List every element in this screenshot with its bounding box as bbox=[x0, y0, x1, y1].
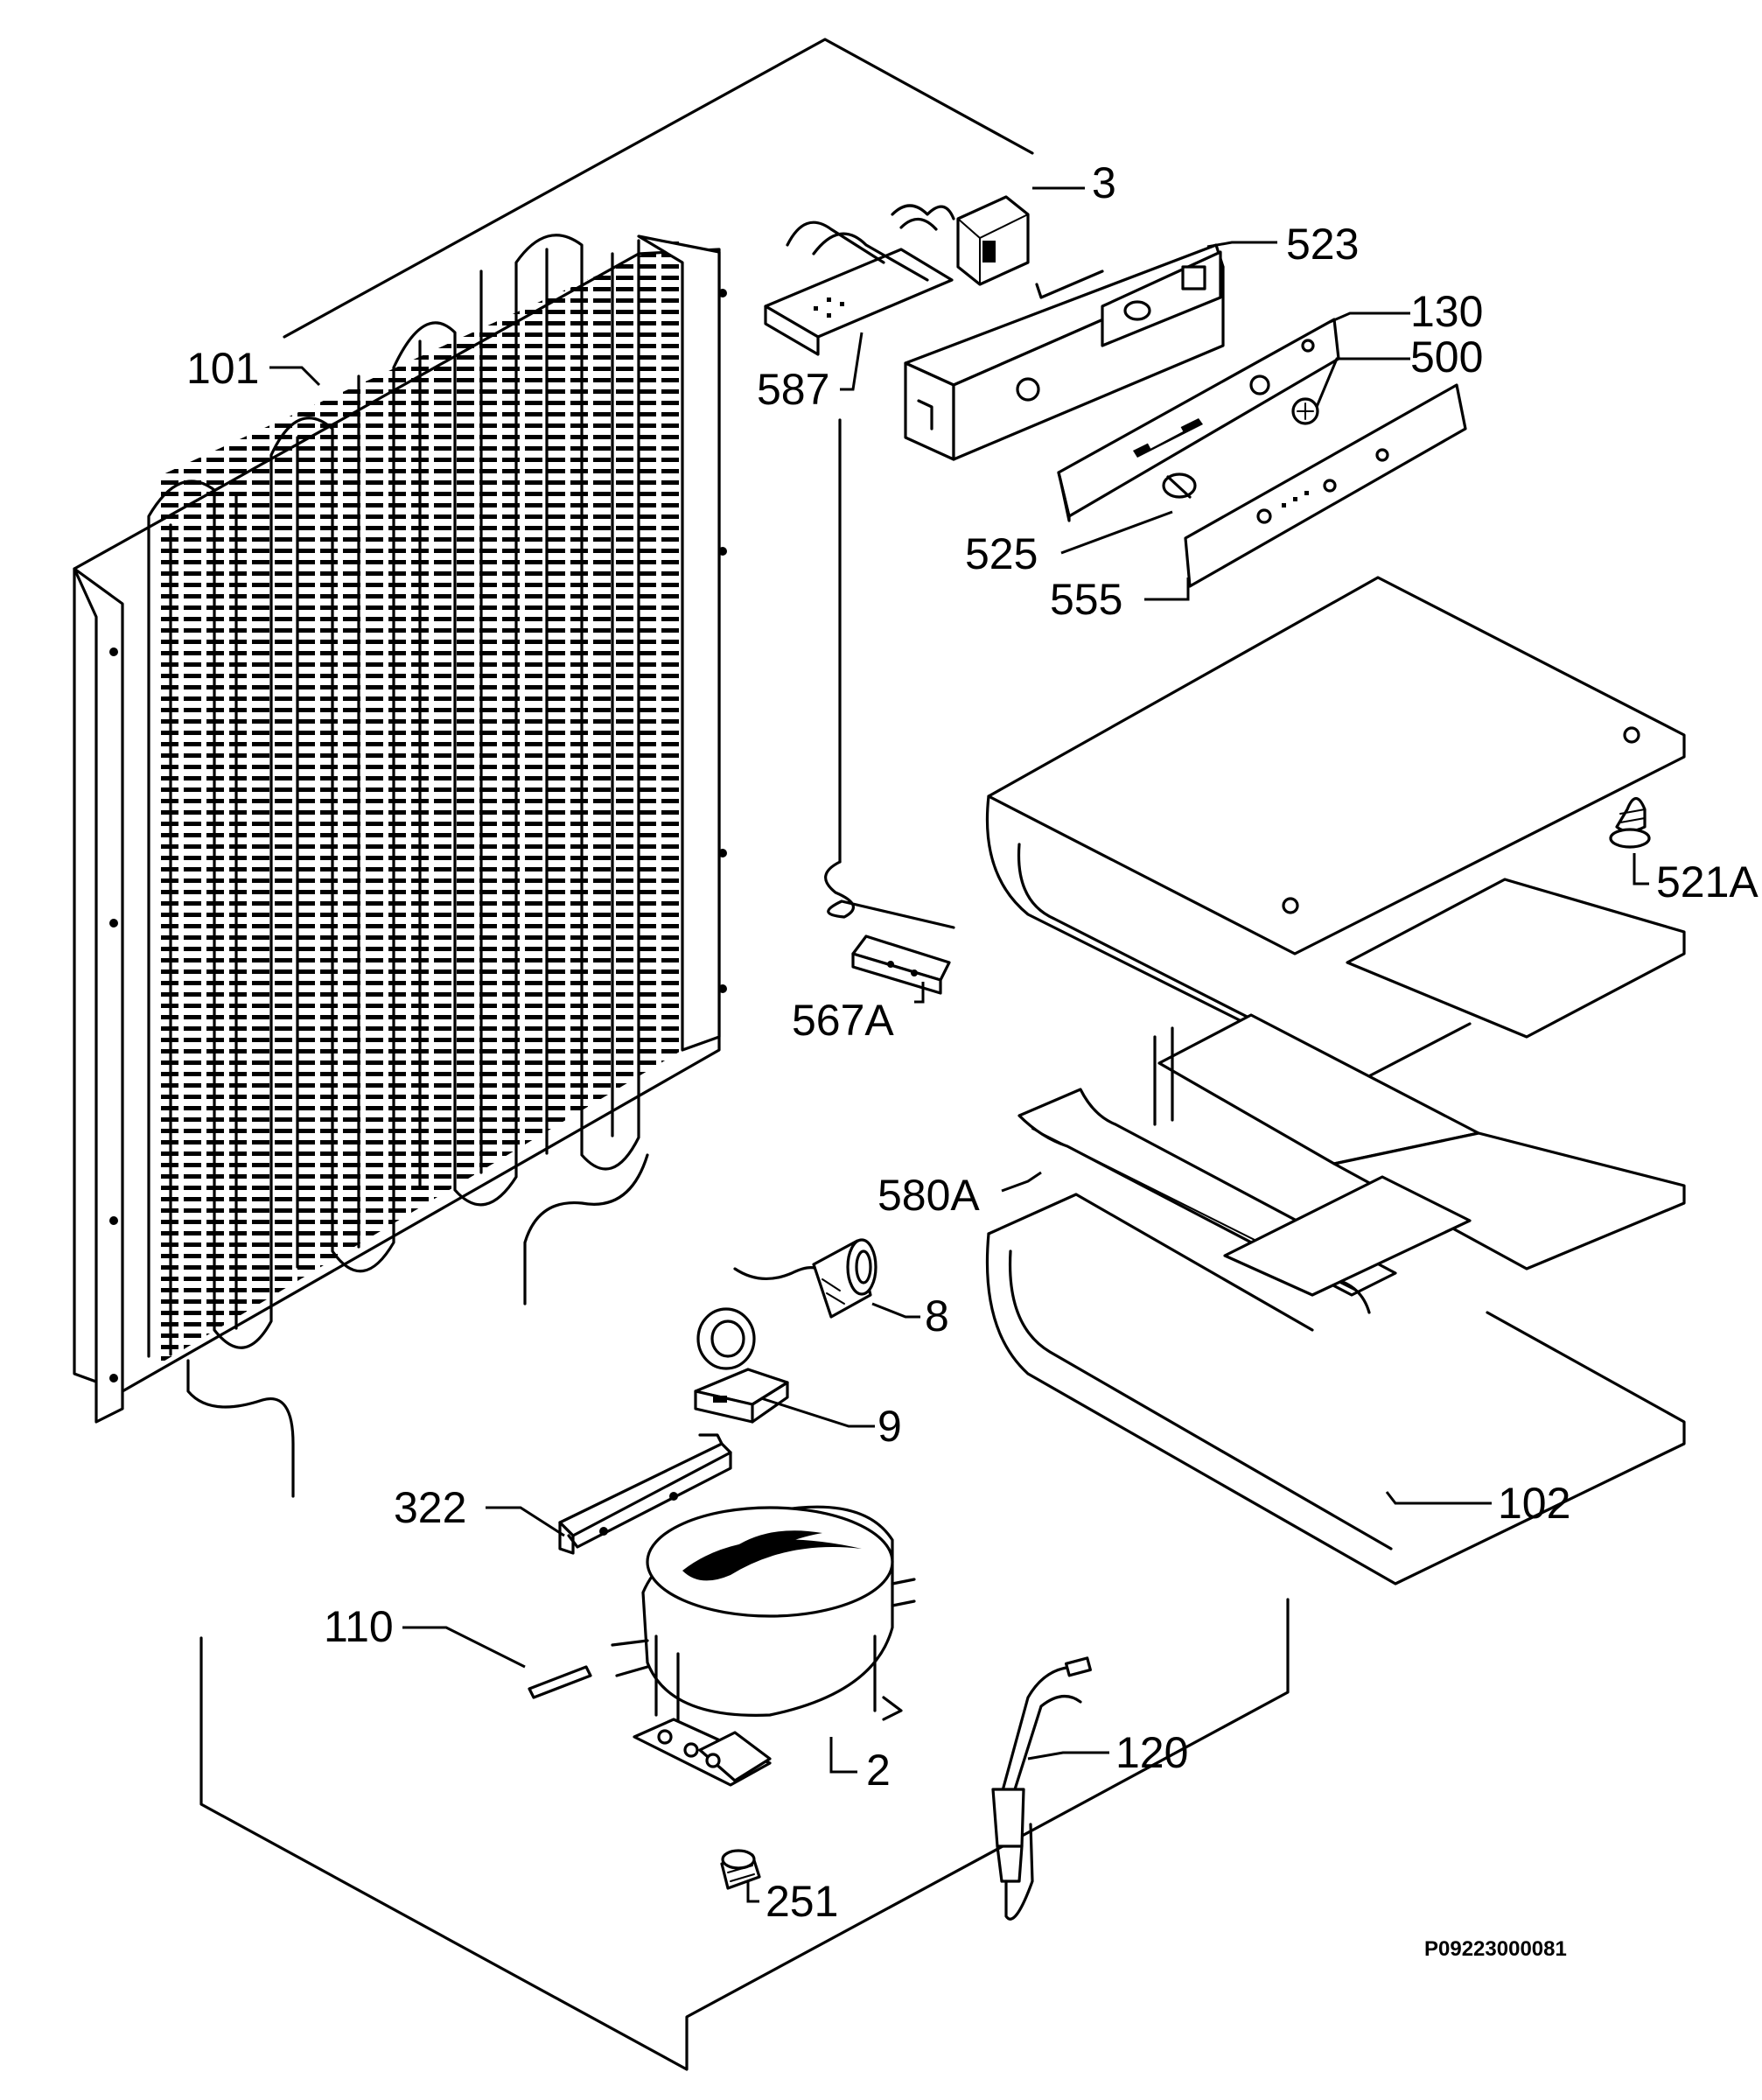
part-label: 587 bbox=[757, 365, 829, 414]
cable-harness-part bbox=[991, 1656, 1092, 1921]
part-label: 3 bbox=[1092, 158, 1116, 207]
part-label: 555 bbox=[1050, 575, 1122, 624]
thermostat-capillary bbox=[824, 418, 955, 929]
leader-lines bbox=[269, 186, 1649, 1903]
bracket-part bbox=[851, 934, 951, 995]
compressor-part bbox=[611, 1505, 916, 1787]
clip-part bbox=[1609, 796, 1651, 849]
document-code: P09223000081 bbox=[1424, 1937, 1567, 1961]
part-label: 101 bbox=[186, 344, 259, 393]
bracket-rail-part bbox=[558, 1433, 732, 1555]
part-label: 110 bbox=[324, 1602, 394, 1651]
part-label: 322 bbox=[394, 1483, 466, 1532]
part-label: 567A bbox=[792, 996, 894, 1045]
condenser-tubes bbox=[147, 234, 649, 1498]
part-label: 521A bbox=[1656, 858, 1759, 906]
part-label: 251 bbox=[766, 1877, 838, 1926]
part-label: 580A bbox=[878, 1171, 980, 1220]
cabinet-frame-lines bbox=[199, 38, 1290, 2071]
control-housing-part bbox=[904, 243, 1225, 461]
part-label: 130 bbox=[1410, 287, 1483, 336]
nut-part bbox=[720, 1849, 761, 1890]
condenser-part bbox=[73, 234, 727, 1498]
part-label: 2 bbox=[866, 1746, 891, 1795]
lens-part bbox=[1162, 472, 1197, 499]
part-label: 525 bbox=[965, 529, 1038, 578]
part-labels: 3 523 130 500 101 587 525 555 521A 567A … bbox=[186, 158, 1759, 1926]
part-label: 8 bbox=[925, 1292, 949, 1340]
knob-part bbox=[1291, 397, 1319, 425]
front-cover-plate-part bbox=[1184, 383, 1467, 588]
part-label: 9 bbox=[878, 1402, 902, 1451]
pin-part bbox=[528, 1665, 592, 1699]
part-label: 500 bbox=[1410, 332, 1483, 382]
part-label: 523 bbox=[1286, 220, 1359, 269]
thermostat-board-part bbox=[764, 195, 1030, 356]
part-label: 102 bbox=[1498, 1479, 1570, 1528]
cabinet-shell-part bbox=[985, 576, 1686, 1586]
relay-bracket-part bbox=[694, 1307, 789, 1424]
part-label: 120 bbox=[1115, 1728, 1188, 1777]
connector-plug-part bbox=[733, 1238, 878, 1319]
